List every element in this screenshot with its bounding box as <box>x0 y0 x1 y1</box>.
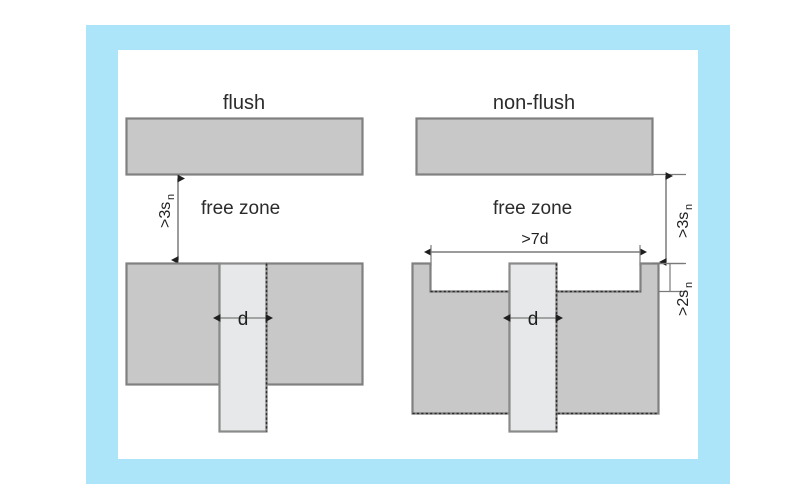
left-mount-block-left <box>125 262 221 386</box>
right-recess-dim-subscript: n <box>683 282 695 288</box>
left-free-zone-dim-subscript: n <box>165 194 177 200</box>
right-sensor-column <box>508 262 558 433</box>
right-panel-group: non-flush free zone >7d d <box>411 92 695 433</box>
right-free-zone-dim-text-group: >3s n <box>675 204 695 238</box>
right-diameter-label: d <box>528 309 539 330</box>
left-upper-target-bar <box>125 117 364 176</box>
left-free-zone-dim-text: >3s <box>157 202 174 228</box>
left-mount-block-right <box>265 262 364 386</box>
right-recess-dim-text: >2s <box>675 290 692 316</box>
right-width-dim-text: >7d <box>521 231 548 248</box>
right-mount-block-right-outline <box>555 262 660 415</box>
left-free-zone-label: free zone <box>201 198 280 219</box>
left-diameter-label: d <box>238 309 249 330</box>
right-free-zone-dim-text: >3s <box>675 212 692 238</box>
right-free-zone-dim-subscript: n <box>683 204 695 210</box>
right-panel-title: non-flush <box>493 92 575 114</box>
right-free-zone-label: free zone <box>493 198 572 219</box>
right-upper-target-bar <box>415 117 654 176</box>
right-recess-dim-text-group: >2s n <box>675 282 695 316</box>
right-mount-block-left-outline <box>411 262 511 415</box>
left-panel-group: flush >3s n free zone d <box>125 92 364 433</box>
left-panel-title: flush <box>223 92 265 114</box>
left-sensor-column <box>218 262 268 433</box>
left-free-zone-dim-text-group: >3s n <box>157 194 177 228</box>
